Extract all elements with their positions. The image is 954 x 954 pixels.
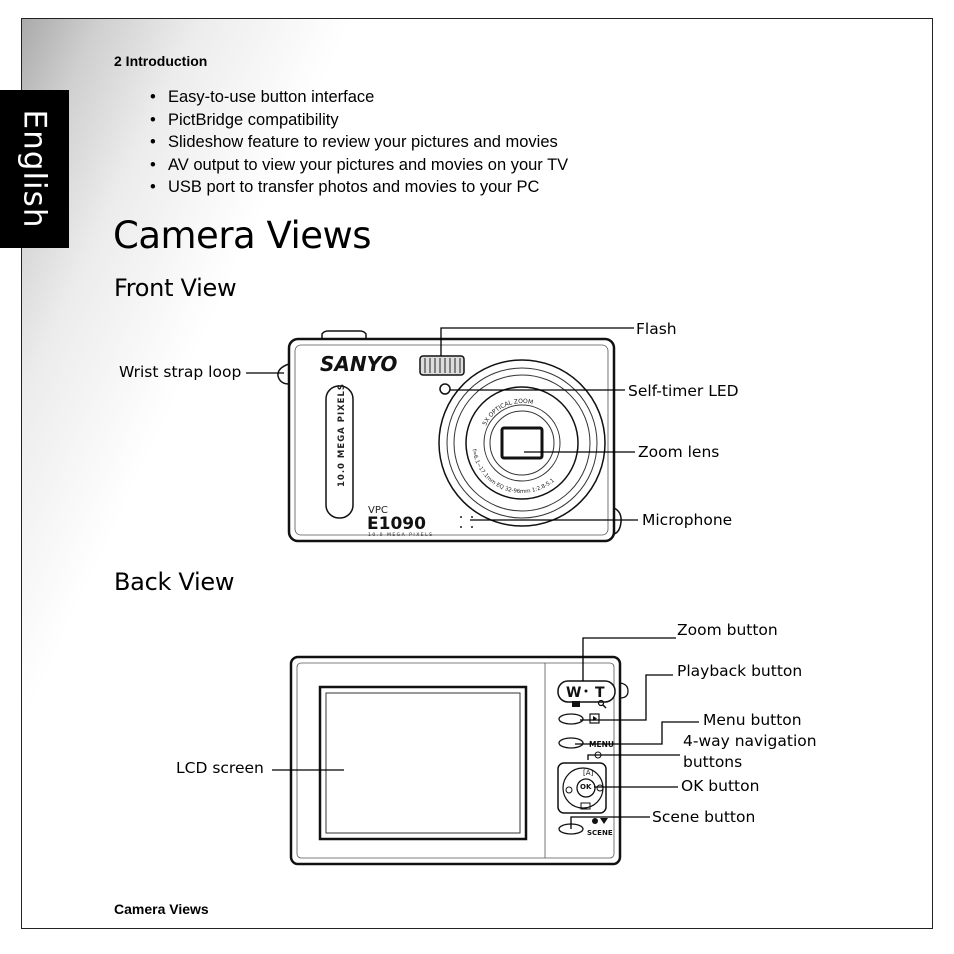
back-camera-illustration: W T MENU OK [A] SCENE bbox=[289, 655, 629, 866]
zoom-button-label: Zoom button bbox=[677, 621, 778, 639]
back-view-title: Back View bbox=[114, 568, 235, 596]
nav-buttons-label-line1: 4-way navigation bbox=[683, 732, 817, 750]
section-title: Camera Views bbox=[113, 214, 372, 257]
feature-list: Easy-to-use button interface PictBridge … bbox=[146, 86, 568, 199]
zoom-lens-label: Zoom lens bbox=[638, 443, 719, 461]
model-prefix: VPC bbox=[368, 505, 388, 516]
self-timer-label: Self-timer LED bbox=[628, 382, 739, 400]
front-camera-illustration: SANYO 10.0 MEGA PIXELS 5X OPTICAL ZOOM f… bbox=[276, 330, 622, 543]
scene-button-label: Scene button bbox=[652, 808, 755, 826]
ok-button-label: OK button bbox=[681, 777, 759, 795]
front-callouts bbox=[246, 327, 638, 521]
side-megapixel-text: 10.0 MEGA PIXELS bbox=[337, 383, 347, 487]
model-name: E1090 bbox=[367, 514, 426, 534]
brand-logo: SANYO bbox=[320, 352, 397, 376]
front-view-title: Front View bbox=[114, 274, 237, 302]
ok-text: OK bbox=[580, 783, 592, 791]
flash-label: Flash bbox=[636, 320, 677, 338]
playback-button-label: Playback button bbox=[677, 662, 802, 680]
feature-item: PictBridge compatibility bbox=[146, 109, 568, 132]
wrist-strap-label: Wrist strap loop bbox=[119, 363, 241, 381]
back-callouts bbox=[272, 637, 699, 829]
scene-text: SCENE bbox=[587, 829, 613, 837]
page-footer: Camera Views bbox=[114, 901, 209, 917]
zoom-t-text: T bbox=[595, 685, 605, 701]
language-tab: English bbox=[0, 90, 69, 248]
feature-item: Easy-to-use button interface bbox=[146, 86, 568, 109]
model-megapixels: 10.0 MEGA PIXELS bbox=[368, 532, 434, 538]
feature-item: USB port to transfer photos and movies t… bbox=[146, 176, 568, 199]
nav-up-glyph: [A] bbox=[583, 769, 594, 777]
lcd-screen-label: LCD screen bbox=[176, 759, 264, 777]
feature-item: AV output to view your pictures and movi… bbox=[146, 154, 568, 177]
microphone-label: Microphone bbox=[642, 511, 732, 529]
page-header: 2 Introduction bbox=[114, 53, 208, 69]
zoom-w-text: W bbox=[566, 685, 581, 701]
feature-item: Slideshow feature to review your picture… bbox=[146, 131, 568, 154]
nav-buttons-label-line2: buttons bbox=[683, 753, 742, 771]
menu-button-label: Menu button bbox=[703, 711, 802, 729]
